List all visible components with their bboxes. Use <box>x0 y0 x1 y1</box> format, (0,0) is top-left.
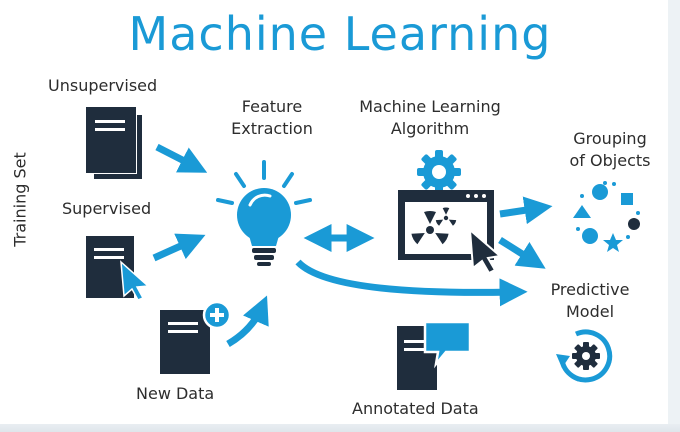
grouping-line2: of Objects <box>569 151 651 170</box>
lightbulb-icon <box>216 160 312 266</box>
ml-algorithm-line1: Machine Learning <box>359 97 501 116</box>
arrow-newdata-to-feature <box>226 295 269 348</box>
document-chat-icon <box>397 320 472 390</box>
arrow-unsupervised-to-feature <box>155 143 208 173</box>
new-data-label: New Data <box>136 384 215 403</box>
supervised-label: Supervised <box>62 199 152 218</box>
document-cursor-icon <box>86 236 150 301</box>
feature-extraction-line1: Feature <box>241 97 303 116</box>
ml-algorithm-line2: Algorithm <box>390 119 470 138</box>
predictive-model-label: Predictive Model <box>538 279 642 323</box>
predictive-line1: Predictive <box>550 280 630 299</box>
page-title: Machine Learning <box>128 7 552 61</box>
refresh-gear-icon <box>556 329 613 383</box>
predictive-line2: Model <box>565 302 615 321</box>
grouping-label: Grouping of Objects <box>556 128 664 172</box>
right-edge-strip <box>668 0 680 432</box>
ml-algorithm-label: Machine Learning Algorithm <box>352 96 508 140</box>
annotated-data-label: Annotated Data <box>352 399 479 418</box>
arrow-feature-to-predictive <box>295 259 528 307</box>
arrow-algorithm-to-predictive <box>498 237 546 269</box>
cursor-icon <box>468 227 503 275</box>
document-add-icon <box>160 300 232 374</box>
feature-extraction-label: Feature Extraction <box>214 96 330 140</box>
feature-extraction-line2: Extraction <box>231 119 313 138</box>
shapes-cycle-icon <box>573 181 640 252</box>
grouping-line1: Grouping <box>573 129 647 148</box>
document-stack-icon <box>86 107 142 179</box>
arrow-algorithm-to-grouping <box>499 196 553 225</box>
flow-arrows <box>152 143 553 348</box>
arrow-supervised-to-feature <box>152 233 206 262</box>
gear-icon <box>417 150 461 194</box>
unsupervised-label: Unsupervised <box>48 76 158 95</box>
bottom-bar <box>0 424 680 432</box>
